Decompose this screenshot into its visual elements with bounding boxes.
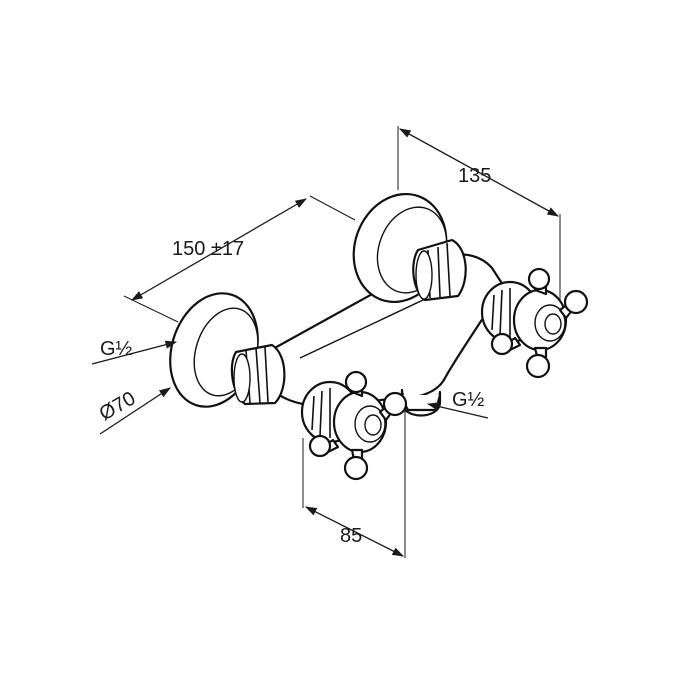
leader-inlet-thread: G½: [91, 338, 178, 365]
leader-outlet-thread: G½: [426, 389, 489, 419]
dimension-handle-offset: 85: [302, 410, 406, 558]
label-inlet-thread: G½: [100, 338, 133, 360]
dimension-label-width: 150 ±17: [172, 238, 244, 260]
back-wall-rosette: [352, 192, 467, 304]
dimension-label-offset: 85: [340, 525, 362, 547]
leader-rosette-diameter: Ø70: [96, 387, 171, 435]
dimension-label-depth: 135: [458, 165, 491, 187]
dimension-overall-width: 150 ±17: [123, 195, 356, 323]
front-wall-rosette: [169, 292, 286, 408]
label-rosette-diameter: Ø70: [96, 387, 140, 425]
label-outlet-thread: G½: [452, 389, 485, 411]
dimension-depth: 135: [397, 126, 561, 302]
right-cross-handle: [480, 267, 589, 379]
left-cross-handle: [300, 370, 408, 481]
